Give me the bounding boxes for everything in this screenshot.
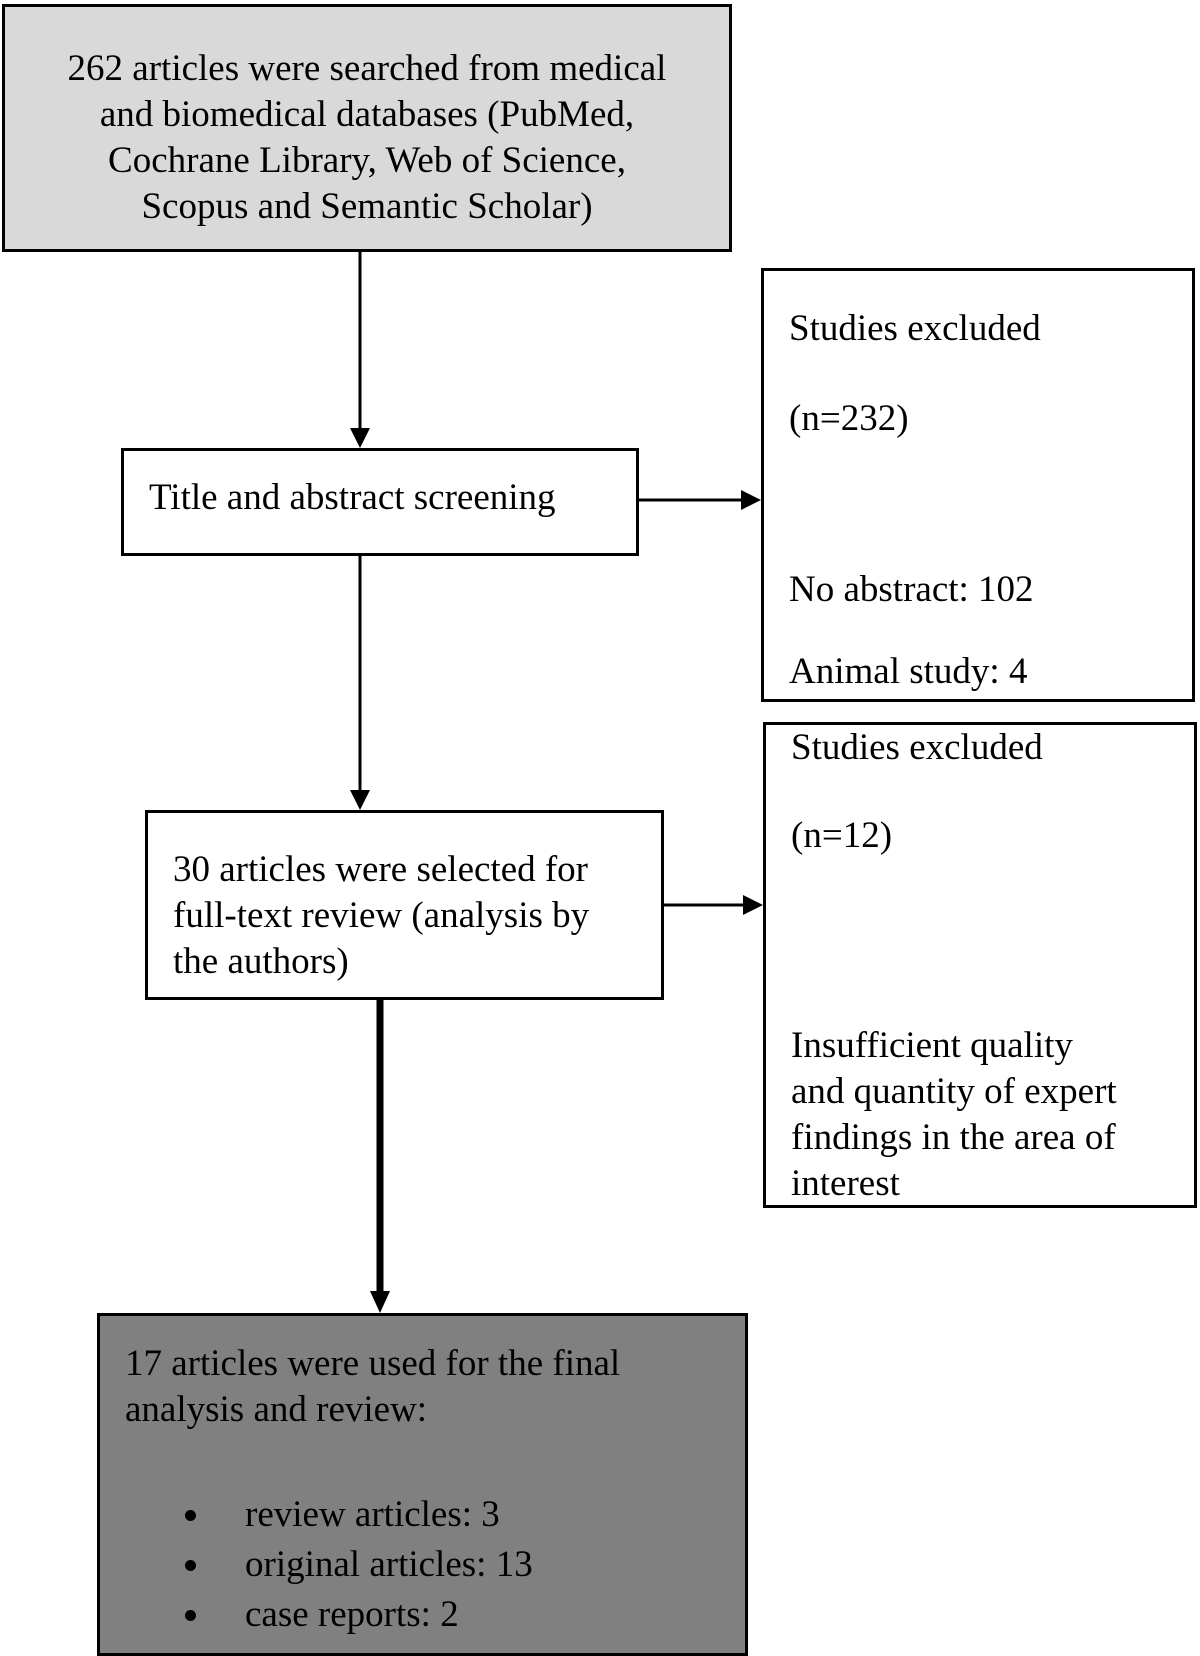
excluded-2-reason-line-3: findings in the area of	[791, 1117, 1116, 1158]
search-text-line-3: Cochrane Library, Web of Science,	[108, 140, 626, 181]
excluded-2-reason-line-1: Insufficient quality	[791, 1025, 1073, 1066]
bullet-icon	[185, 1560, 196, 1571]
search-text-line-2: and biomedical databases (PubMed,	[99, 94, 635, 135]
final-item-review-articles: review articles: 3	[245, 1494, 500, 1535]
excluded-2-count: (n=12)	[791, 815, 893, 856]
excluded-1-title: Studies excluded	[789, 308, 1041, 349]
fulltext-review-box: 30 articles were selected for full-text …	[145, 810, 664, 1000]
final-analysis-box: 17 articles were used for the final anal…	[97, 1313, 748, 1656]
arrowhead-icon	[350, 790, 370, 810]
search-text-line-1: 262 articles were searched from medical	[67, 48, 667, 89]
screening-label: Title and abstract screening	[149, 477, 556, 518]
fulltext-line-2: full-text review (analysis by	[173, 895, 590, 936]
fulltext-line-3: the authors)	[173, 941, 349, 982]
search-results-box: 262 articles were searched from medical …	[2, 4, 732, 252]
final-item-case-reports: case reports: 2	[245, 1594, 459, 1635]
excluded-1-reason-1: No abstract: 102	[789, 569, 1034, 610]
excluded-box-1: Studies excluded (n=232) No abstract: 10…	[761, 268, 1195, 702]
arrowhead-icon	[741, 490, 761, 510]
bullet-icon	[185, 1510, 196, 1521]
excluded-2-reason-line-4: interest	[791, 1163, 900, 1204]
screening-box: Title and abstract screening	[121, 448, 639, 556]
final-line-1: 17 articles were used for the final	[125, 1343, 621, 1384]
excluded-2-title: Studies excluded	[791, 727, 1043, 768]
arrowhead-icon	[350, 428, 370, 448]
arrowhead-icon	[370, 1291, 390, 1313]
search-text-line-4: Scopus and Semantic Scholar)	[141, 186, 593, 227]
fulltext-line-1: 30 articles were selected for	[173, 849, 589, 890]
bullet-icon	[185, 1610, 196, 1621]
excluded-1-reason-2: Animal study: 4	[789, 651, 1028, 692]
final-item-original-articles: original articles: 13	[245, 1544, 533, 1585]
excluded-1-count: (n=232)	[789, 398, 909, 439]
excluded-box-2: Studies excluded (n=12) Insufficient qua…	[763, 722, 1197, 1208]
final-line-2: analysis and review:	[125, 1389, 428, 1430]
excluded-2-reason-line-2: and quantity of expert	[791, 1071, 1117, 1112]
arrowhead-icon	[743, 895, 763, 915]
